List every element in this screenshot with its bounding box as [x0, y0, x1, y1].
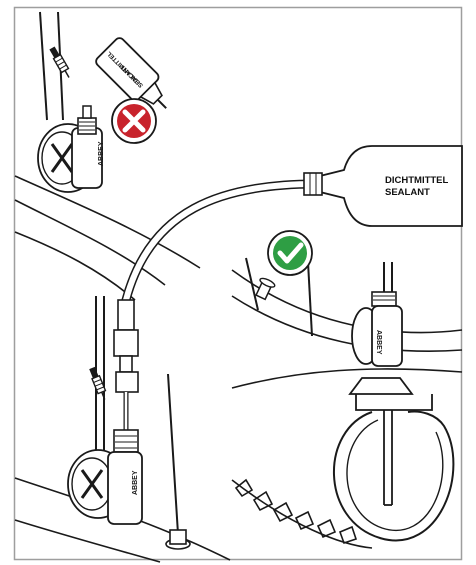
svg-text:ABBEY: ABBEY	[375, 330, 382, 355]
check-mark-icon	[268, 231, 312, 275]
sealant-bottle-large-label-line2: SEALANT	[385, 187, 430, 198]
svg-text:ABBEY: ABBEY	[132, 470, 139, 495]
cross-mark-icon	[112, 99, 156, 143]
tyre-cross-section	[334, 412, 453, 541]
svg-text:ABBEY: ABBEY	[98, 141, 105, 166]
sealant-bottle-large-label-line1: DICHTMITTEL	[385, 175, 449, 186]
